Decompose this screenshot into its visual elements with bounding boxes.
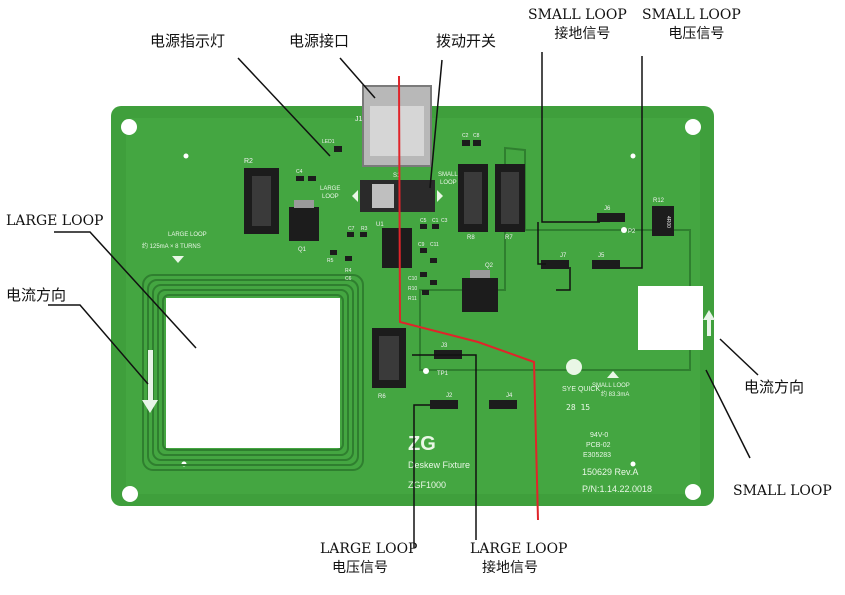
ref-j7: J7 [560, 253, 567, 259]
ref-c3: C3 [441, 218, 448, 224]
ref-c4: C4 [296, 169, 303, 175]
current-path-trace [398, 75, 539, 521]
callout-large-loop-voltage: LARGE LOOP 电压信号 [320, 540, 417, 578]
sye-logo [566, 359, 582, 375]
ref-j5: J5 [598, 253, 605, 259]
current-arrow-right [703, 310, 715, 336]
leader-lines [48, 52, 759, 548]
resistor-r8 [458, 164, 488, 232]
ref-r6: R6 [378, 394, 386, 400]
ref-j2: J2 [446, 393, 453, 399]
small-loop-board-spec: 约 83.3mA [601, 390, 629, 398]
callout-small-loop-voltage-line2: 电压信号 [668, 26, 725, 42]
toggle-knob [372, 184, 394, 208]
resistor-r2 [244, 168, 279, 234]
zlg-logo: ZG [408, 433, 436, 455]
ref-j3: J3 [441, 343, 448, 349]
ref-c7: C7 [348, 226, 355, 232]
small-loop-board-label: SMALL LOOP [592, 383, 630, 389]
switch-arrow-left [352, 190, 358, 202]
revision: 150629 Rev.A [582, 467, 638, 477]
callout-small-loop-ground-line1: SMALL LOOP [528, 7, 627, 23]
ref-j1: J1 [355, 116, 363, 123]
switch-arrow-right [437, 190, 443, 202]
ref-s1: S1 [393, 173, 401, 179]
sye-quick: SYE QUICK [562, 386, 600, 393]
large-loop-board-label: LARGE LOOP [168, 232, 207, 238]
ref-r5: R5 [327, 258, 334, 264]
smd-parts [296, 140, 481, 295]
cert-line-3: E305283 [583, 452, 611, 459]
callout-toggle-switch: 拨动开关 [436, 32, 497, 50]
resistor-r12 [652, 206, 674, 236]
ref-r4: R4 [345, 268, 352, 274]
callout-power-port: 电源接口 [289, 32, 350, 50]
switch-label-small: SMALL [438, 172, 458, 178]
model: ZGF1000 [408, 480, 446, 490]
ref-q2: Q2 [485, 263, 494, 269]
small-loop-window [638, 286, 703, 350]
ref-r10: R10 [408, 286, 417, 292]
callout-small-loop-ground: SMALL LOOP 接地信号 [528, 6, 627, 44]
small-loop-marker [607, 371, 619, 378]
ref-j4: J4 [506, 393, 513, 399]
ref-r11: R11 [408, 296, 417, 302]
ref-r8: R8 [467, 235, 475, 241]
callout-current-direction-right: 电流方向 [744, 378, 805, 396]
product-name: Deskew Fixture [408, 460, 470, 470]
part-number: P/N:1.14.22.0018 [582, 484, 652, 494]
cert-line-1: 94V-0 [590, 432, 608, 439]
callout-current-direction-left: 电流方向 [6, 286, 67, 304]
transistor-q2 [462, 270, 498, 312]
cert-line-2: PCB-02 [586, 442, 611, 449]
callout-small-loop: SMALL LOOP [733, 483, 832, 499]
ref-j6: J6 [604, 206, 611, 212]
ref-q1: Q1 [298, 247, 307, 253]
usb-connector-inner [370, 106, 424, 156]
callout-large-loop-voltage-line1: LARGE LOOP [320, 541, 418, 557]
ref-u1: U1 [376, 222, 384, 228]
ref-c6: C6 [345, 276, 352, 282]
callout-large-loop-ground: LARGE LOOP 接地信号 [470, 540, 567, 578]
large-loop-window [166, 298, 340, 448]
transistor-q1 [289, 200, 319, 241]
switch-label-small-2: LOOP [440, 180, 457, 186]
ref-p2: P2 [628, 229, 636, 235]
switch-label-large-2: LOOP [322, 194, 339, 200]
ref-r2: R2 [244, 158, 253, 165]
ref-tp1: TP1 [437, 371, 449, 377]
current-arrow-left [142, 350, 158, 413]
r12-value: 4R00 [665, 216, 671, 228]
date-code: 28 15 [566, 403, 590, 412]
callout-power-indicator: 电源指示灯 [150, 32, 226, 50]
ref-c1: C1 [432, 218, 439, 224]
callout-large-loop-ground-line1: LARGE LOOP [470, 541, 568, 557]
callout-small-loop-ground-line2: 接地信号 [554, 26, 611, 42]
ref-c8: C8 [473, 133, 480, 139]
ref-c5: C5 [420, 218, 427, 224]
callout-large-loop: LARGE LOOP [6, 213, 104, 229]
ic-u1 [382, 228, 412, 268]
ref-r7: R7 [505, 235, 513, 241]
resistor-r6 [372, 328, 406, 388]
callout-large-loop-ground-line2: 接地信号 [482, 560, 538, 576]
resistor-r7 [495, 164, 525, 232]
ref-c10: C10 [408, 276, 417, 282]
ref-led1: LED1 [322, 139, 335, 145]
toggle-switch [360, 180, 435, 212]
ref-c11: C11 [430, 242, 439, 248]
ref-c2: C2 [462, 133, 469, 139]
large-loop-marker [172, 256, 184, 263]
callout-large-loop-voltage-line2: 电压信号 [332, 560, 388, 576]
ref-r3: R3 [361, 226, 368, 232]
mounting-holes [121, 119, 701, 502]
ref-r12: R12 [653, 198, 665, 204]
callout-small-loop-voltage-line1: SMALL LOOP [642, 7, 741, 23]
ref-c9: C9 [418, 242, 425, 248]
large-loop-board-spec: 约 125mA × 8 TURNS [142, 242, 201, 250]
switch-label-large: LARGE [320, 186, 340, 192]
callout-small-loop-voltage: SMALL LOOP 电压信号 [642, 6, 741, 44]
